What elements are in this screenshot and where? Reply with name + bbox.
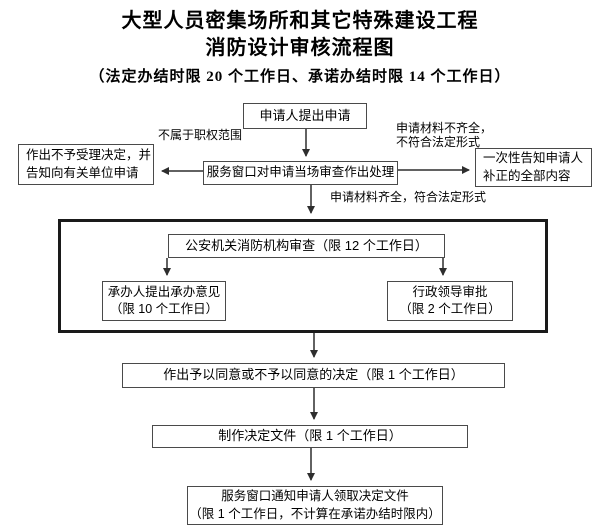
node-reject: 作出不予受理决定，并 告知向有关单位申请	[18, 144, 154, 185]
label-complete: 申请材料齐全，符合法定形式	[330, 190, 487, 204]
node-window-review: 服务窗口对申请当场审查作出处理	[203, 161, 398, 185]
node-leader-line2: （限 2 个工作日）	[399, 302, 501, 316]
node-window-review-label: 服务窗口对申请当场审查作出处理	[206, 165, 395, 180]
node-fire-review-label: 公安机关消防机构审查（限 12 个工作日）	[185, 237, 428, 253]
node-notify-line2: 补正的全部内容	[483, 168, 571, 183]
node-pickup: 服务窗口通知申请人领取决定文件 （限 1 个工作日，不计算在承诺办结时限内）	[187, 486, 443, 525]
node-document: 制作决定文件（限 1 个工作日）	[152, 425, 468, 448]
page-title-line2: 消防设计审核流程图	[205, 37, 395, 59]
node-leader: 行政领导审批 （限 2 个工作日）	[387, 281, 513, 321]
title-block: 大型人员密集场所和其它特殊建设工程 消防设计审核流程图 （法定办结时限 20 个…	[0, 8, 600, 86]
node-decision: 作出予以同意或不予以同意的决定（限 1 个工作日）	[122, 363, 505, 388]
node-fire-review: 公安机关消防机构审查（限 12 个工作日）	[168, 234, 445, 258]
node-pickup-line1: 服务窗口通知申请人领取决定文件	[221, 489, 409, 503]
node-undertaker: 承办人提出承办意见 （限 10 个工作日）	[102, 281, 226, 321]
node-pickup-line2: （限 1 个工作日，不计算在承诺办结时限内）	[189, 506, 441, 521]
label-out-of-scope: 不属于职权范围	[158, 128, 243, 142]
page-subtitle: （法定办结时限 20 个工作日、承诺办结时限 14 个工作日）	[89, 69, 511, 85]
node-leader-line1: 行政领导审批	[412, 284, 488, 299]
node-document-label: 制作决定文件（限 1 个工作日）	[218, 428, 402, 444]
node-undertaker-line2: （限 10 个工作日）	[109, 302, 219, 316]
label-incomplete-line2: 不符合法定形式	[396, 135, 481, 149]
node-decision-label: 作出予以同意或不予以同意的决定（限 1 个工作日）	[163, 367, 464, 383]
node-reject-line1: 作出不予受理决定，并	[26, 148, 152, 162]
page-title-line1: 大型人员密集场所和其它特殊建设工程	[121, 10, 479, 32]
node-notify-line1: 一次性告知申请人	[483, 151, 584, 165]
label-incomplete: 申请材料不齐全， 不符合法定形式	[396, 121, 492, 149]
node-reject-line2: 告知向有关单位申请	[26, 165, 139, 180]
label-incomplete-line1: 申请材料不齐全，	[396, 121, 493, 135]
node-undertaker-line1: 承办人提出承办意见	[107, 284, 221, 299]
internal-review-frame	[58, 219, 548, 333]
node-apply: 申请人提出申请	[243, 103, 367, 129]
node-apply-label: 申请人提出申请	[259, 107, 351, 123]
node-notify: 一次性告知申请人 补正的全部内容	[475, 148, 592, 187]
